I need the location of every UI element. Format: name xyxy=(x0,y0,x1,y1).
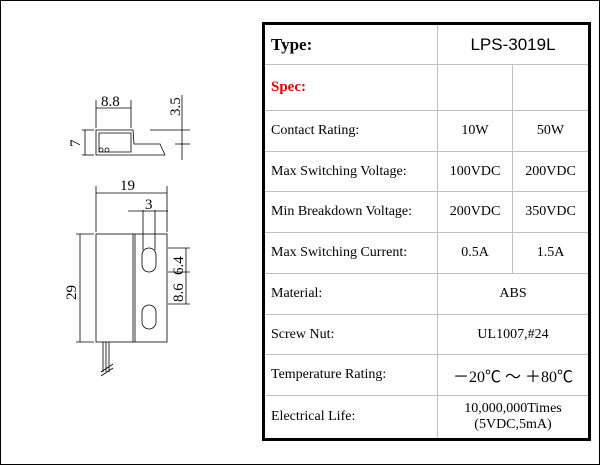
table-row: Contact Rating: 10W 50W xyxy=(263,110,590,152)
row-value-2: 200VDC xyxy=(512,151,590,192)
spec-table: Type: LPS-3019L Spec: Contact Rating: 10… xyxy=(262,22,591,441)
table-row: Max Switching Voltage: 100VDC 200VDC xyxy=(263,151,590,192)
row-value: －20℃ ～ ＋80℃ xyxy=(437,354,590,396)
row-label: Max Switching Current: xyxy=(263,232,438,274)
row-value: 10,000,000Times (5VDC,5mA) xyxy=(437,395,590,440)
life-value-line1: 10,000,000Times xyxy=(464,401,562,416)
dim-hole-width: 3 xyxy=(145,197,153,213)
row-value: ABS xyxy=(437,273,590,315)
spec-header-row: Spec: xyxy=(263,64,590,111)
row-label: Material: xyxy=(263,273,438,315)
table-row: Max Switching Current: 0.5A 1.5A xyxy=(263,232,590,274)
type-row: Type: LPS-3019L xyxy=(263,23,590,65)
spec-label: Spec: xyxy=(263,64,438,111)
row-value-2: 1.5A xyxy=(512,232,590,274)
row-value-1: 10W xyxy=(437,110,513,152)
row-label: Temperature Rating: xyxy=(263,354,438,396)
row-label: Screw Nut: xyxy=(263,314,438,355)
type-label: Type: xyxy=(263,23,438,65)
front-view xyxy=(76,186,190,377)
dim-top-step: 3.5 xyxy=(168,97,184,116)
dim-hole-spacing-a: 6.4 xyxy=(171,256,187,275)
row-value-1: 200VDC xyxy=(437,191,513,233)
type-value: LPS-3019L xyxy=(437,23,590,65)
row-value: UL1007,#24 xyxy=(437,314,590,355)
technical-drawing: 8.8 7 3.5 19 3 29 6.4 8.6 xyxy=(64,94,190,377)
material-row: Material: ABS xyxy=(263,273,590,315)
life-value-line2: (5VDC,5mA) xyxy=(474,417,552,432)
row-value-2: 350VDC xyxy=(512,191,590,233)
temperature-row: Temperature Rating: －20℃ ～ ＋80℃ xyxy=(263,354,590,396)
dim-body-width: 19 xyxy=(120,178,135,194)
table-row: Min Breakdown Voltage: 200VDC 350VDC xyxy=(263,191,590,233)
dim-top-width: 8.8 xyxy=(101,94,120,110)
row-value-1: 0.5A xyxy=(437,232,513,274)
row-value-2: 50W xyxy=(512,110,590,152)
dim-top-height: 7 xyxy=(68,139,84,147)
screw-row: Screw Nut: UL1007,#24 xyxy=(263,314,590,355)
life-row: Electrical Life: 10,000,000Times (5VDC,5… xyxy=(263,395,590,440)
empty-cell xyxy=(512,64,590,111)
dim-hole-spacing-b: 8.6 xyxy=(171,283,187,302)
dim-body-height: 29 xyxy=(64,285,80,300)
row-value-1: 100VDC xyxy=(437,151,513,192)
empty-cell xyxy=(437,64,513,111)
row-label: Contact Rating: xyxy=(263,110,438,152)
row-label: Max Switching Voltage: xyxy=(263,151,438,192)
side-profile-view xyxy=(82,95,190,160)
row-label: Electrical Life: xyxy=(263,395,438,440)
row-label: Min Breakdown Voltage: xyxy=(263,191,438,233)
